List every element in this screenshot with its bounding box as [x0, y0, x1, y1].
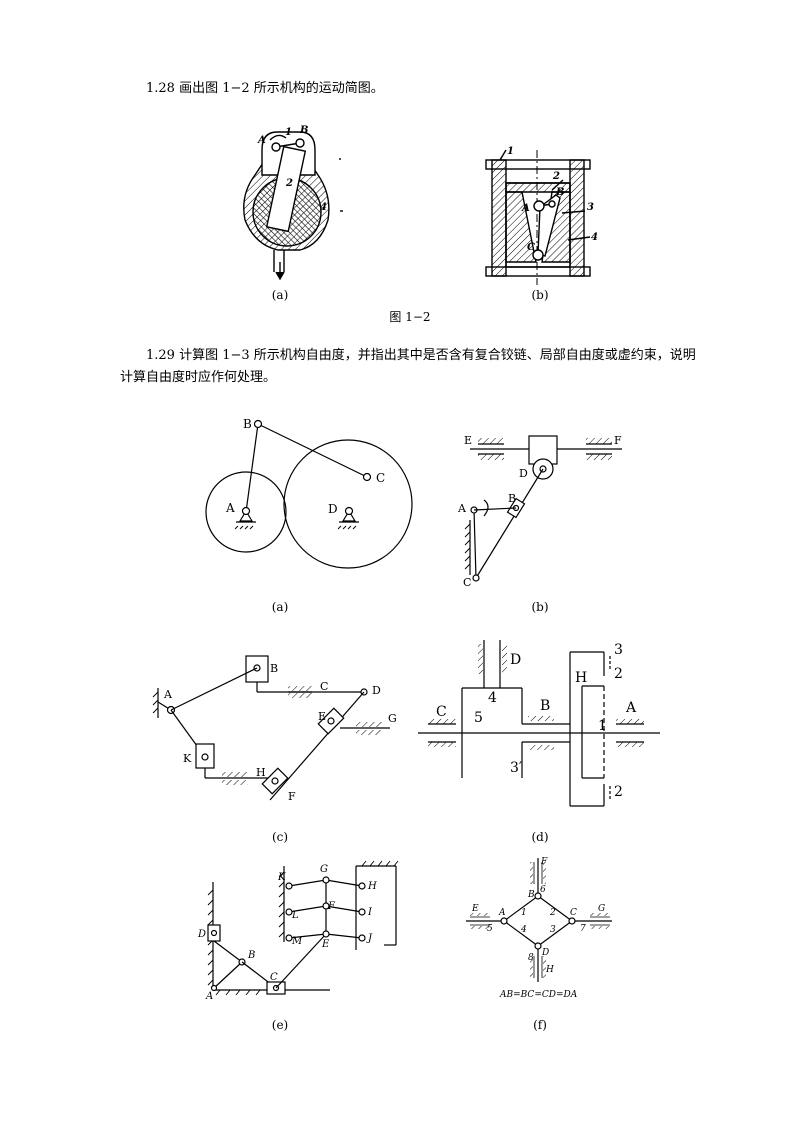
fig-1-3d-label-H: H — [575, 670, 587, 686]
fig-1-3b-point-F: F — [614, 434, 622, 447]
figure-1-2a — [243, 131, 343, 281]
fig-1-3b-point-B: B — [508, 492, 516, 505]
figure-1-3a — [205, 419, 413, 569]
fig-1-3d-label-3: 3 — [614, 642, 623, 658]
fig-1-3f-number-5: 5 — [487, 924, 493, 934]
fig-1-3f-number-3: 3 — [550, 925, 556, 935]
fig-1-3d-label-4: 4 — [488, 690, 497, 706]
fig-1-3e-point-F: F — [327, 901, 336, 912]
fig-1-3f-note: AB=BC=CD=DA — [499, 990, 578, 1000]
fig-1-3e-point-K: K — [277, 872, 286, 883]
fig-1-3b-label: (b) — [531, 600, 549, 614]
fig-1-3a-point-D: D — [328, 502, 338, 516]
fig-1-3e-point-H: H — [367, 881, 377, 892]
fig-1-3e-point-J: J — [366, 933, 373, 944]
fig-1-3e-point-A: A — [205, 991, 213, 1002]
fig-1-2a-point-B: B — [299, 125, 308, 136]
fig-1-3d-label-5: 5 — [474, 710, 483, 726]
problem-1-28-text: 1.28 画出图 1−2 所示机构的运动简图。 — [146, 81, 384, 96]
fig-1-3c-point-G: G — [388, 712, 397, 725]
fig-1-3f-point-B: B — [527, 890, 535, 900]
fig-1-3d-label-C: C — [436, 704, 447, 720]
fig-1-3c-point-C: C — [320, 680, 328, 693]
fig-1-3e-point-G: G — [320, 864, 328, 875]
fig-1-2b-number-3: 3 — [587, 202, 594, 213]
fig-1-2b-number-2: 2 — [552, 171, 560, 182]
figure-1-3e — [207, 860, 399, 996]
fig-1-3c-point-F: F — [288, 790, 296, 803]
fig-1-2b-point-B: B — [555, 187, 564, 198]
fig-1-3f-point-F: F — [540, 857, 548, 867]
fig-1-3f-point-C: C — [570, 908, 577, 918]
fig-1-3e-point-L: L — [291, 910, 299, 921]
fig-1-3e-point-B: B — [247, 950, 255, 961]
fig-1-3b-point-C: C — [463, 576, 471, 589]
fig-1-3c-point-K: K — [183, 752, 192, 765]
fig-1-3c-point-H: H — [256, 766, 266, 779]
fig-1-3b-point-D: D — [519, 467, 528, 480]
fig-1-3d-label-D: D — [510, 652, 521, 668]
fig-1-2b-number-1: 1 — [507, 146, 514, 157]
fig-1-3d-label-2-top: 2 — [614, 666, 623, 682]
fig-1-2b-number-4: 4 — [591, 232, 598, 243]
fig-1-3e-label: (e) — [271, 1018, 289, 1032]
fig-1-3d-label-3-prime: 3′ — [510, 760, 522, 776]
fig-1-2-caption: 图 1−2 — [389, 310, 431, 324]
fig-1-3c-point-A: A — [163, 688, 173, 701]
fig-1-3e-point-C: C — [270, 972, 278, 983]
fig-1-3f-point-E: E — [471, 904, 479, 914]
fig-1-3a-point-A: A — [225, 501, 235, 515]
fig-1-3f-number-1: 1 — [521, 908, 527, 918]
fig-1-3a-label: (a) — [271, 600, 289, 614]
fig-1-3f-label: (f) — [533, 1018, 547, 1032]
fig-1-2b-point-A: A — [521, 203, 530, 214]
fig-1-3e-point-I: I — [367, 907, 373, 918]
fig-1-2a-number-2: 2 — [285, 178, 293, 189]
fig-1-3d-label-A: A — [625, 700, 637, 716]
fig-1-3d-label-B: B — [540, 698, 550, 714]
fig-1-3f-number-2: 2 — [549, 908, 556, 918]
fig-1-3c-point-E: E — [318, 710, 326, 723]
fig-1-2b-point-C: C — [527, 242, 535, 253]
figure-1-3f — [466, 858, 612, 982]
fig-1-3f-number-8: 8 — [528, 953, 534, 963]
fig-1-3c-label: (c) — [271, 830, 289, 844]
fig-1-3d-label-2-bottom: 2 — [614, 784, 623, 800]
fig-1-3f-point-D: D — [541, 948, 549, 958]
figure-1-2b — [485, 149, 591, 285]
fig-1-3d-label-1: 1 — [598, 718, 607, 734]
fig-1-3e-point-D: D — [197, 929, 206, 940]
problem-1-29-text: 1.29 计算图 1−3 所示机构自由度，并指出其中是否含有复合铰链、局部自由度… — [120, 348, 696, 385]
fig-1-2a-number-1: 1 — [285, 127, 292, 138]
fig-1-3b-point-A: A — [457, 502, 467, 515]
fig-1-3f-point-H: H — [545, 965, 554, 975]
fig-1-2a-point-A: A — [257, 135, 266, 146]
fig-1-3f-point-G: G — [598, 904, 605, 914]
fig-1-3f-number-6: 6 — [540, 885, 546, 895]
fig-1-2b-label: (b) — [531, 288, 549, 302]
fig-1-3e-point-E: E — [321, 939, 330, 950]
fig-1-3a-point-C: C — [376, 471, 385, 485]
fig-1-3c-point-B: B — [270, 662, 278, 675]
figure-1-3c — [152, 655, 390, 801]
fig-1-3c-point-D: D — [372, 684, 381, 697]
fig-1-3b-point-E: E — [464, 434, 472, 447]
figure-1-3b — [464, 435, 622, 582]
fig-1-2a-number-4: 4 — [320, 202, 327, 213]
fig-1-3f-point-A: A — [498, 908, 506, 918]
fig-1-3f-number-4: 4 — [520, 925, 527, 935]
fig-1-3e-point-M: M — [291, 936, 303, 947]
fig-1-2a-label: (a) — [271, 288, 289, 302]
figure-1-3d — [418, 640, 660, 807]
fig-1-3d-label: (d) — [531, 830, 549, 844]
fig-1-3a-point-B: B — [243, 417, 252, 431]
fig-1-3f-number-7: 7 — [580, 924, 586, 934]
